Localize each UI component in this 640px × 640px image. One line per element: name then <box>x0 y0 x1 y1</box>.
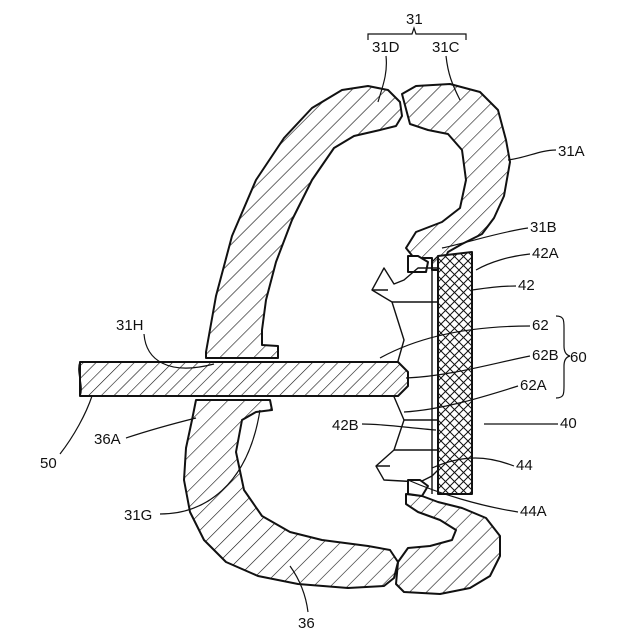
label-60: 60 <box>570 349 587 366</box>
label-31C: 31C <box>432 39 460 56</box>
label-50: 50 <box>40 455 57 472</box>
label-31A: 31A <box>558 143 585 160</box>
leader-36A <box>126 418 196 438</box>
upper-right-lip-31C <box>402 84 510 270</box>
label-36: 36 <box>298 615 315 632</box>
label-36A: 36A <box>94 431 121 448</box>
panel-42 <box>438 252 472 494</box>
leader-42B <box>362 424 436 430</box>
label-31D: 31D <box>372 39 400 56</box>
label-62B: 62B <box>532 347 559 364</box>
leader-42 <box>472 286 516 290</box>
lower-lip-36 <box>184 400 398 588</box>
label-44: 44 <box>516 457 533 474</box>
leader-42A <box>476 254 530 270</box>
label-31H: 31H <box>116 317 144 334</box>
label-40: 40 <box>560 415 577 432</box>
label-42A: 42A <box>532 245 559 262</box>
label-62: 62 <box>532 317 549 334</box>
label-31: 31 <box>406 11 423 28</box>
upper-left-lip-31D <box>206 86 402 358</box>
lower-right-lip-44A <box>396 494 500 594</box>
leader-31A <box>508 150 556 160</box>
label-31G: 31G <box>124 507 152 524</box>
wire-50 <box>80 362 408 396</box>
bead-44A <box>408 480 428 496</box>
label-31B: 31B <box>530 219 557 236</box>
label-62A: 62A <box>520 377 547 394</box>
label-42: 42 <box>518 277 535 294</box>
leader-50 <box>60 396 92 454</box>
label-42B: 42B <box>332 417 359 434</box>
label-44A: 44A <box>520 503 547 520</box>
